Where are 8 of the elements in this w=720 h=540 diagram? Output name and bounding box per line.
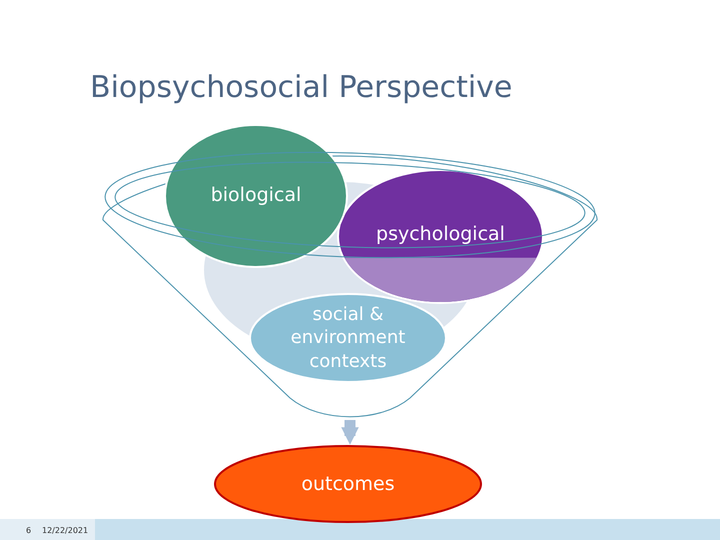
- date-text: 12/22/2021: [42, 526, 88, 535]
- arrow: [341, 420, 359, 445]
- outcomes-oval: outcomes: [215, 446, 481, 522]
- page-number: 6: [26, 526, 32, 535]
- social-context-oval: social & environment contexts: [250, 294, 446, 382]
- slide-title: Biopsychosocial Perspective: [90, 70, 512, 105]
- biological-circle: biological: [165, 125, 347, 267]
- psychological-circle: psychological: [338, 170, 543, 303]
